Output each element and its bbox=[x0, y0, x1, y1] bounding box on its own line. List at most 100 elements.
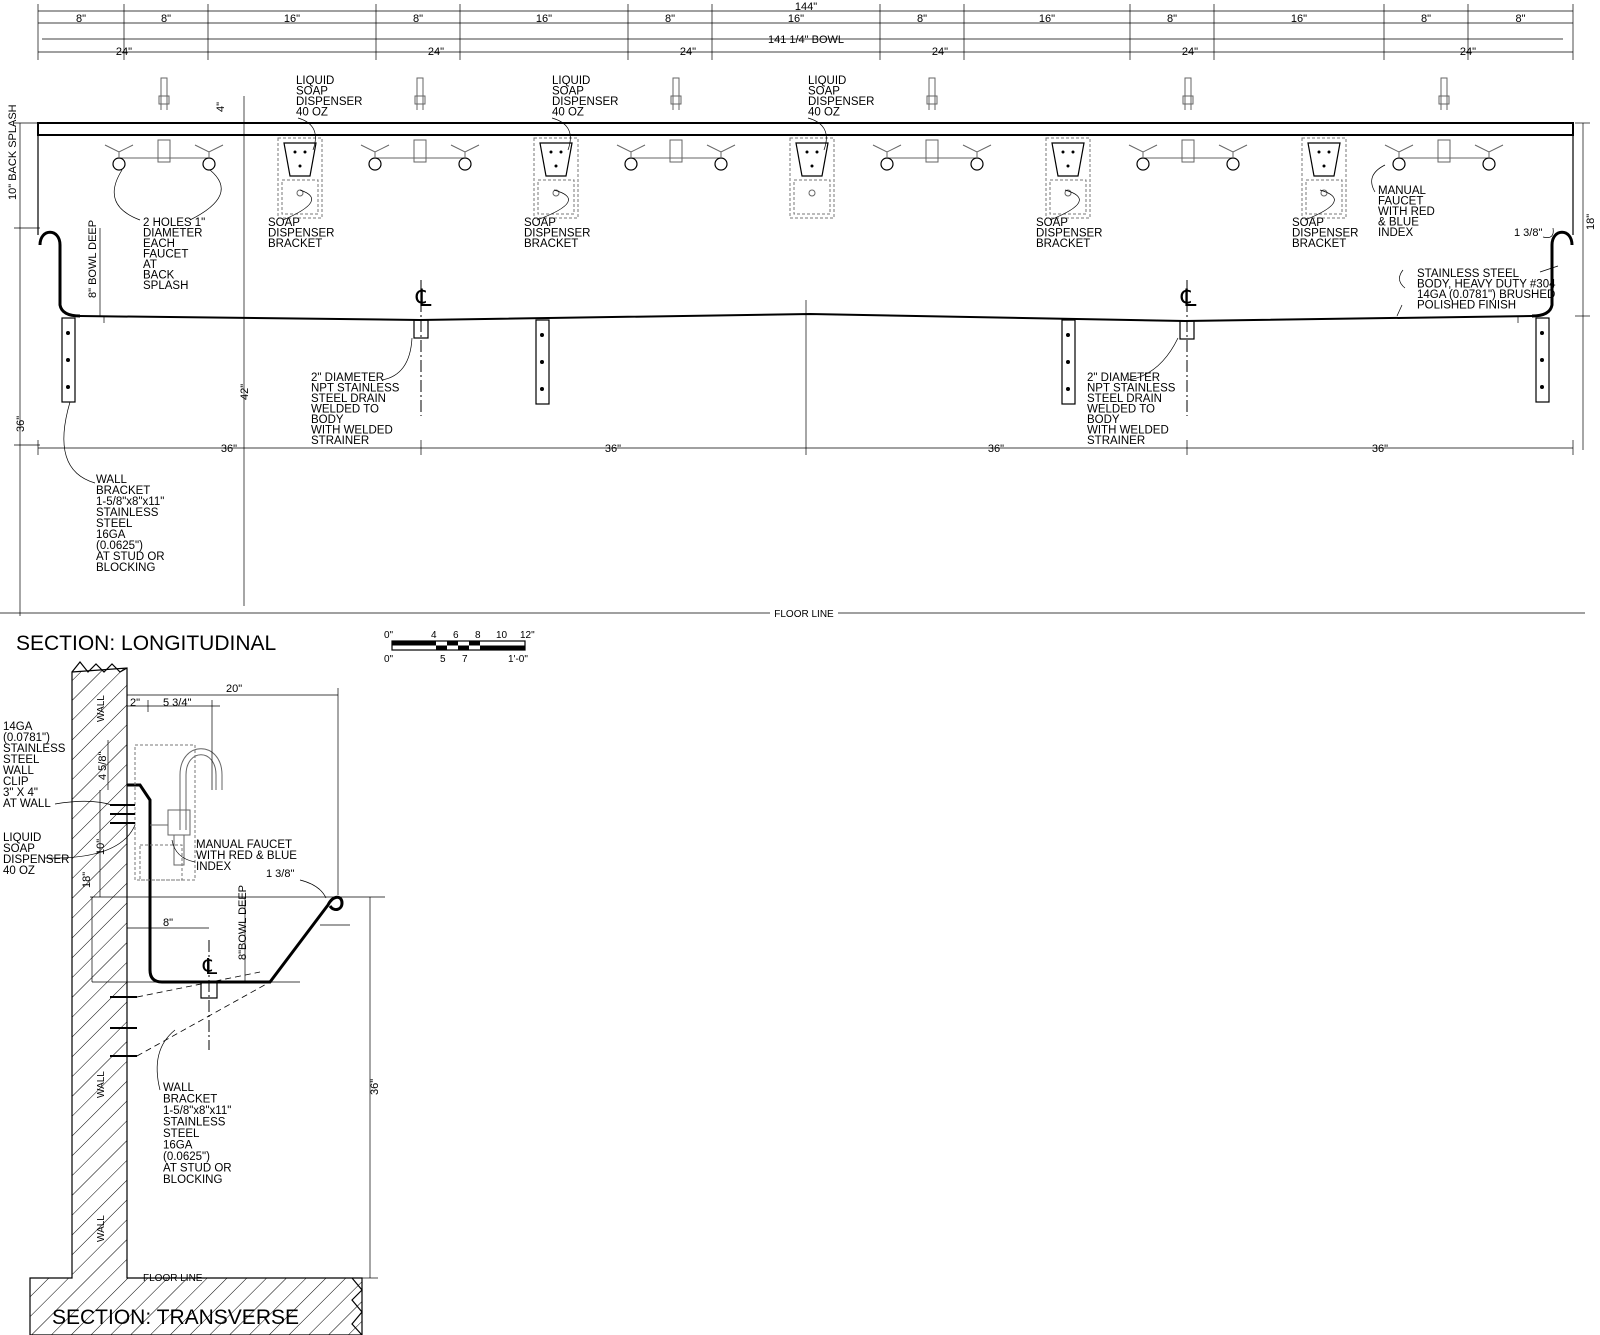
center-dim: 24" bbox=[680, 46, 696, 58]
body-note: POLISHED FINISH bbox=[1417, 300, 1516, 312]
soap-bracket-note: DISPENSER bbox=[268, 228, 334, 240]
liquid-soap-note: SOAP bbox=[552, 86, 584, 98]
liquid-soap-note: LIQUID bbox=[296, 75, 334, 87]
scale-tick-label: 5 bbox=[440, 654, 446, 665]
top-spacing-dim: 8" bbox=[1167, 13, 1177, 25]
wall-clip-note: (0.0781") bbox=[3, 732, 50, 744]
soap-dispenser bbox=[789, 137, 835, 219]
wall-clip-note: STAINLESS bbox=[3, 743, 66, 755]
title-transverse: SECTION: TRANSVERSE bbox=[52, 1306, 299, 1329]
manual-faucet-note: MANUAL bbox=[1378, 185, 1427, 197]
overall-length-dim: 144" bbox=[795, 1, 817, 13]
drain-note: BODY bbox=[1087, 414, 1120, 426]
side-dims bbox=[14, 96, 1590, 606]
soap-dispenser bbox=[1045, 137, 1091, 219]
drain-note: WITH WELDED bbox=[311, 425, 393, 437]
liquid-soap-note: SOAP bbox=[296, 86, 328, 98]
height-42-dim: 42" bbox=[239, 384, 251, 400]
soap-dispenser-note: DISPENSER bbox=[3, 854, 69, 866]
drain-note: WELDED TO bbox=[1087, 404, 1155, 416]
scale-tick-label: 4 bbox=[431, 630, 437, 641]
soap-bracket-note: BRACKET bbox=[1036, 238, 1090, 250]
wall-bracket-note: WALL bbox=[96, 474, 127, 486]
longitudinal-section: 144" 141 1/4" BOWL 8"8"16"8"16"8"16"8"16… bbox=[0, 1, 1597, 620]
manual-faucet-note: WITH RED bbox=[1378, 206, 1435, 218]
drain-note: 2" DIAMETER bbox=[311, 372, 384, 384]
faucet bbox=[360, 77, 480, 171]
t-dim-2: 2" bbox=[130, 697, 140, 709]
wall-hatch bbox=[29, 667, 363, 1335]
scale-tick-label: 0" bbox=[384, 630, 394, 641]
faucets bbox=[104, 77, 1504, 171]
drain-note: BODY bbox=[311, 414, 344, 426]
top-spacing-dim: 16" bbox=[788, 13, 804, 25]
soap-bracket-note: SOAP bbox=[1036, 217, 1068, 229]
bowl-length-dim: 141 1/4" BOWL bbox=[768, 34, 844, 46]
centerline-symbol: ℄ bbox=[1180, 285, 1197, 312]
wall-bracket bbox=[535, 319, 550, 405]
transverse-section: ℄ bbox=[3, 661, 385, 1335]
wall-clip-note: 14GA bbox=[3, 721, 33, 733]
wall-clip-note: WALL bbox=[3, 765, 34, 777]
soap-bracket-note: SOAP bbox=[524, 217, 556, 229]
wall-bracket-note: STEEL bbox=[163, 1128, 200, 1140]
drain-note: NPT STAINLESS bbox=[311, 383, 400, 395]
bottom-dim: 36" bbox=[221, 443, 237, 455]
t-dim-138: 1 3/8" bbox=[266, 868, 294, 880]
faucet-holes-note: AT bbox=[143, 259, 157, 271]
wall-bracket-note: (0.0625") bbox=[163, 1151, 210, 1163]
liquid-soap-note: DISPENSER bbox=[296, 96, 362, 108]
soap-bracket-note: DISPENSER bbox=[1036, 228, 1102, 240]
manual-faucet-note: & BLUE bbox=[1378, 217, 1419, 229]
drain-note: STRAINER bbox=[1087, 435, 1145, 447]
liquid-soap-note: DISPENSER bbox=[808, 96, 874, 108]
faucet bbox=[1128, 77, 1248, 171]
four-inch-dim: 4" bbox=[215, 102, 227, 112]
centerline-symbol: ℄ bbox=[415, 285, 432, 312]
scale-tick-label: 8 bbox=[475, 630, 481, 641]
top-spacing-dim: 16" bbox=[1039, 13, 1055, 25]
soap-bracket-note: BRACKET bbox=[268, 238, 322, 250]
top-spacing-dim: 16" bbox=[284, 13, 300, 25]
manual-faucet-note: FAUCET bbox=[1378, 196, 1423, 208]
sink-body bbox=[37, 122, 1574, 323]
liquid-soap-note: LIQUID bbox=[808, 75, 846, 87]
bottom-dim: 36" bbox=[605, 443, 621, 455]
floor-line-label: FLOOR LINE bbox=[774, 609, 834, 620]
wall-bracket-note: 16GA bbox=[163, 1140, 193, 1152]
soap-bracket-note: BRACKET bbox=[524, 238, 578, 250]
soap-bracket-note: DISPENSER bbox=[524, 228, 590, 240]
drain-note: WELDED TO bbox=[311, 404, 379, 416]
center-dim: 24" bbox=[932, 46, 948, 58]
bottom-dims bbox=[37, 300, 1574, 455]
liquid-soap-note: LIQUID bbox=[552, 75, 590, 87]
wall-bracket-note: BRACKET bbox=[96, 485, 150, 497]
body-note: BODY, HEAVY DUTY #304 bbox=[1417, 279, 1556, 291]
dim-rows bbox=[37, 4, 1574, 60]
liquid-soap-note: 40 OZ bbox=[296, 107, 328, 119]
soap-dispenser bbox=[277, 137, 323, 219]
t-dim-36: 36" bbox=[369, 1079, 381, 1095]
soap-dispenser bbox=[1301, 137, 1347, 219]
wall-bracket bbox=[1061, 319, 1076, 405]
faucet-profile bbox=[150, 748, 223, 866]
leaders bbox=[63, 117, 1559, 484]
t-dim-20: 20" bbox=[226, 683, 242, 695]
bowl-deep-dim: 8" BOWL DEEP bbox=[87, 220, 99, 298]
back-splash-dim: 10" BACK SPLASH bbox=[7, 104, 19, 200]
wall-bracket-note: BRACKET bbox=[163, 1094, 217, 1106]
sink-profile bbox=[127, 783, 344, 984]
faucet-note: WITH RED & BLUE bbox=[196, 850, 297, 862]
faucet bbox=[616, 77, 736, 171]
t-dim-10: 10" bbox=[95, 839, 107, 855]
scale-tick-label: 12" bbox=[520, 630, 535, 641]
drains: ℄ ℄ bbox=[413, 280, 1197, 416]
faucet-note: MANUAL FAUCET bbox=[196, 839, 292, 851]
drain-note: WITH WELDED bbox=[1087, 425, 1169, 437]
faucet bbox=[872, 77, 992, 171]
soap-dispensers bbox=[277, 137, 1347, 219]
center-dim: 24" bbox=[1182, 46, 1198, 58]
transverse-dims bbox=[90, 688, 385, 1279]
top-spacing-dim: 8" bbox=[161, 13, 171, 25]
height-18-dim: 18" bbox=[1585, 214, 1597, 230]
